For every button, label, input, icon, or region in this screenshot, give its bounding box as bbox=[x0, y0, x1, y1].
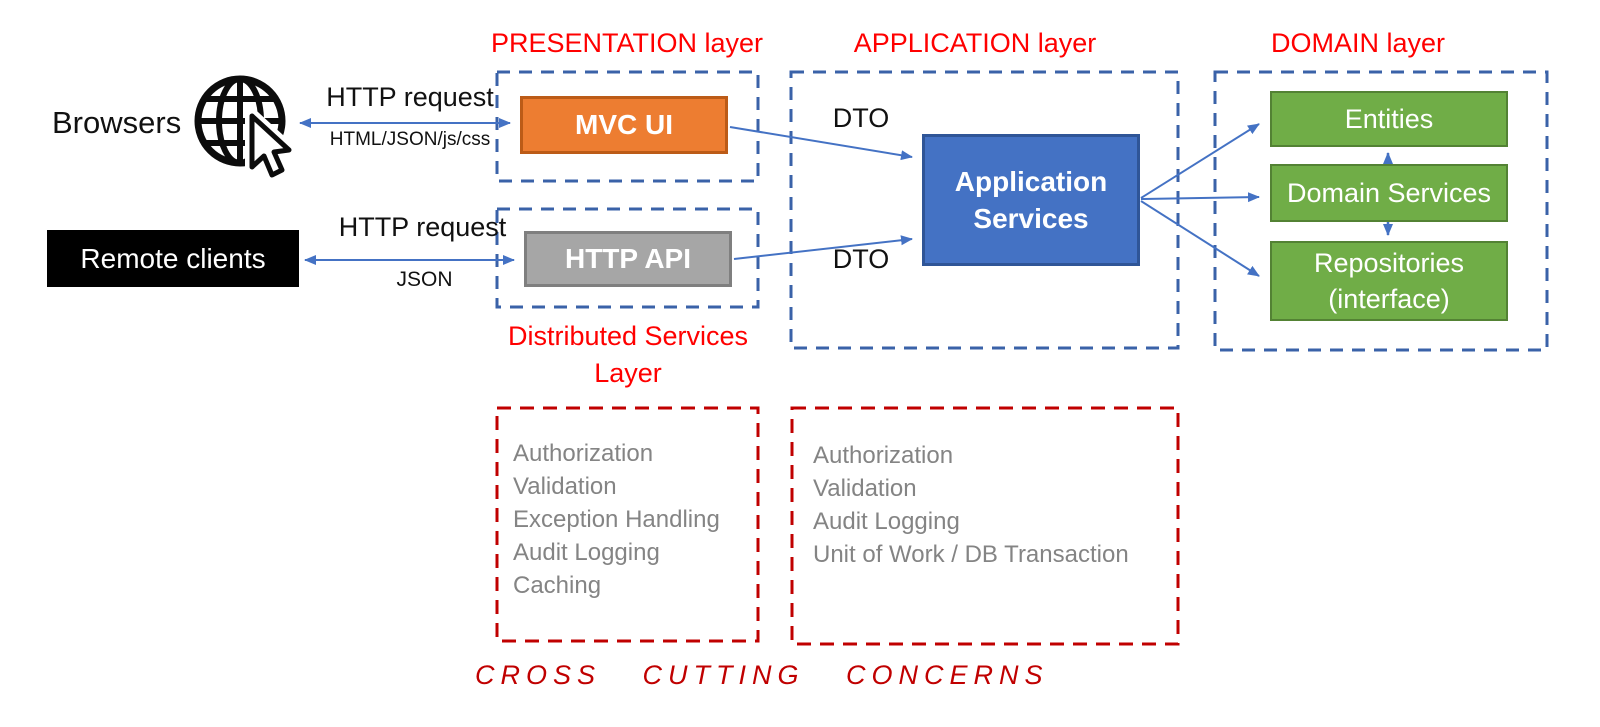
domain-services-box: Domain Services bbox=[1270, 164, 1508, 222]
application-layer-title: APPLICATION layer bbox=[853, 28, 1097, 58]
list-item: Authorization bbox=[513, 440, 654, 467]
appservices-entities-arrow bbox=[1140, 123, 1260, 199]
dto-label-top: DTO bbox=[832, 103, 890, 133]
mvc-ui-box: MVC UI bbox=[520, 96, 728, 154]
remote-clients-box: Remote clients bbox=[47, 230, 299, 287]
domain-layer-title: DOMAIN layer bbox=[1270, 28, 1446, 58]
cross-cutting-left-dashed-box bbox=[495, 406, 760, 643]
list-item: Audit Logging bbox=[513, 539, 660, 566]
entities-box: Entities bbox=[1270, 91, 1508, 147]
cross-cutting-caption: CROSS CUTTING CONCERNS bbox=[475, 660, 1049, 690]
browsers-arrow-label-bottom: HTML/JSON/js/css bbox=[329, 129, 491, 150]
remote-arrow-label-bottom: JSON bbox=[396, 268, 453, 291]
browsers-arrow-label-top: HTTP request bbox=[326, 82, 494, 112]
application-layer-dashed-box bbox=[789, 70, 1180, 350]
cross-cutting-right-dashed-box bbox=[790, 406, 1180, 646]
application-services-box: Application Services bbox=[922, 134, 1140, 266]
list-item: Authorization bbox=[813, 442, 954, 469]
repositories-box: Repositories (interface) bbox=[1270, 241, 1508, 321]
mvcui-appservices-arrow bbox=[729, 126, 913, 161]
list-item: Unit of Work / DB Transaction bbox=[813, 541, 1129, 568]
domain-layer-dashed-box bbox=[1213, 70, 1549, 352]
http-api-box: HTTP API bbox=[524, 231, 732, 287]
appservices-domainservices-arrow bbox=[1140, 192, 1260, 203]
list-item: Validation bbox=[513, 473, 617, 500]
list-item: Validation bbox=[813, 475, 917, 502]
cross-cutting-right-list: Authorization Validation Audit Logging U… bbox=[813, 439, 1129, 571]
presentation-layer-title: PRESENTATION layer bbox=[490, 28, 764, 58]
remote-arrow-label-top: HTTP request bbox=[338, 212, 507, 242]
cross-cutting-left-list: Authorization Validation Exception Handl… bbox=[513, 437, 720, 602]
list-item: Caching bbox=[513, 572, 602, 599]
httpapi-appservices-arrow bbox=[733, 235, 913, 260]
list-item: Audit Logging bbox=[813, 508, 960, 535]
list-item: Exception Handling bbox=[513, 506, 720, 533]
browsers-label: Browsers bbox=[52, 105, 182, 140]
dto-label-bottom: DTO bbox=[832, 244, 890, 274]
distributed-services-layer-label: Distributed Services Layer bbox=[507, 321, 749, 388]
appservices-repositories-arrow bbox=[1140, 200, 1260, 277]
globe-with-cursor-icon bbox=[194, 75, 296, 182]
